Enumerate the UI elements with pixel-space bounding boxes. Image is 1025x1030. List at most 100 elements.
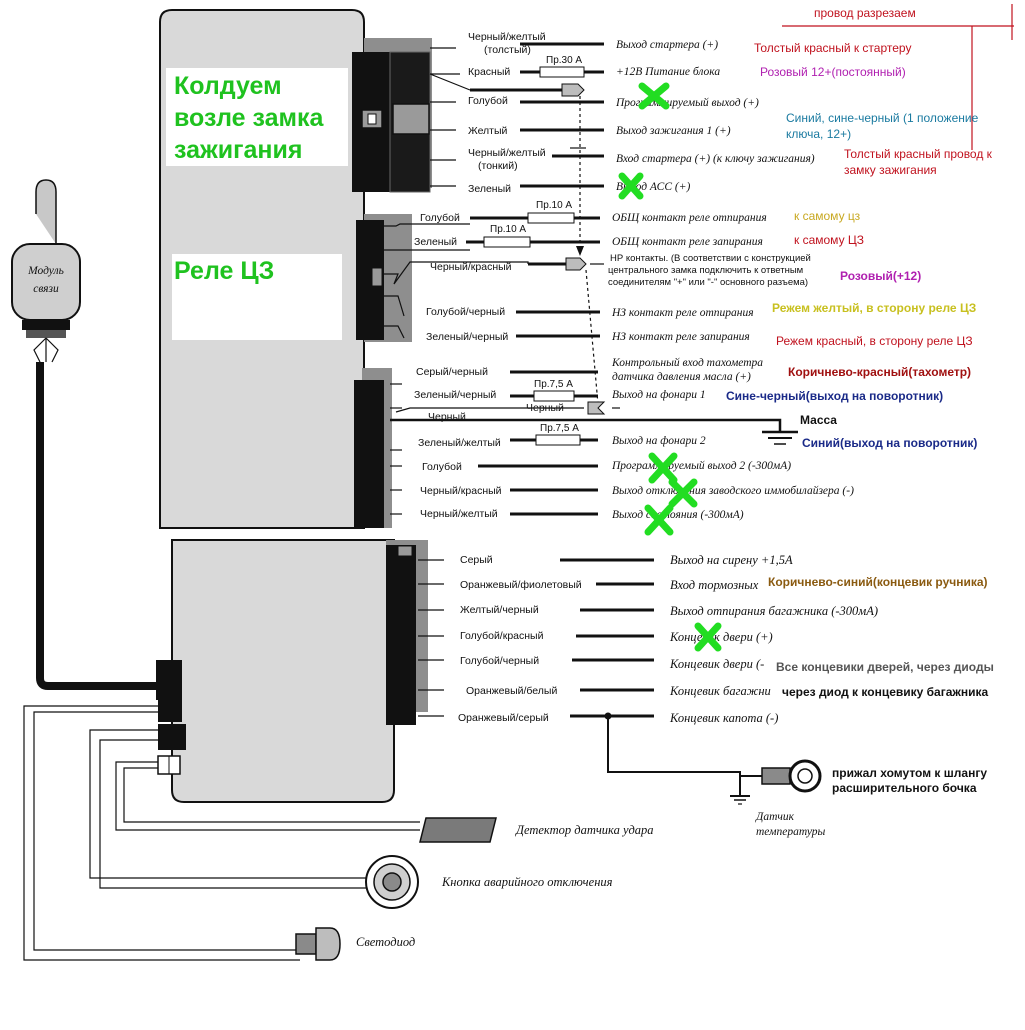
wire-label: Красный bbox=[468, 66, 510, 78]
wire-label: Черный/желтый bbox=[468, 147, 546, 159]
wire-label: Черный/желтый bbox=[420, 508, 498, 520]
emergency-button-label: Кнопка аварийного отключения bbox=[441, 875, 613, 889]
wire-label: Серый bbox=[460, 554, 493, 566]
connector-shock bbox=[158, 700, 182, 722]
annotation-handbrake: Коричнево-синий(концевик ручника) bbox=[768, 575, 988, 589]
fuse-label: Пр.10 А bbox=[536, 200, 572, 211]
fuse-label: Пр.7,5 А bbox=[534, 379, 573, 390]
block1-wires: Черный/желтый (толстый) Выход стартера (… bbox=[429, 31, 815, 195]
title-box-rele bbox=[172, 254, 342, 340]
function-label: Концевик капота (-) bbox=[669, 711, 778, 725]
wire-label: Оранжевый/фиолетовый bbox=[460, 579, 582, 591]
led-icon bbox=[295, 927, 341, 961]
wire-label: Зеленый bbox=[414, 236, 457, 248]
wire-label: Голубой bbox=[422, 461, 462, 473]
function-label: центрального замка подключить к ответным bbox=[608, 265, 803, 276]
title-box-zamok bbox=[166, 68, 348, 166]
wire-label: (тонкий) bbox=[478, 160, 518, 172]
wire-label: Черный bbox=[526, 402, 564, 414]
function-label: соединителям "+" или "-" основного разъе… bbox=[608, 277, 808, 288]
cross-mark-icon bbox=[648, 452, 678, 484]
fuse-label: Пр.10 А bbox=[490, 224, 526, 235]
wire-label: Голубой/черный bbox=[460, 655, 539, 667]
annotation-mass: Масса bbox=[800, 413, 837, 427]
annotation-cut: провод разрезаем bbox=[814, 6, 916, 20]
fuse-label: Пр.30 А bbox=[546, 55, 582, 66]
title-rele: Реле ЦЗ bbox=[174, 257, 274, 285]
function-label: Выход отпирания багажника (-300мА) bbox=[670, 604, 878, 618]
cross-mark-icon bbox=[668, 478, 698, 508]
annotation-cz2: к самому ЦЗ bbox=[794, 233, 864, 247]
function-label: Концевик двери (- bbox=[669, 657, 764, 671]
wire-label: Зеленый/черный bbox=[426, 331, 508, 343]
cross-mark-icon bbox=[618, 172, 644, 200]
title-zamok-line1: Колдуем bbox=[174, 72, 282, 100]
control-unit-lower bbox=[171, 539, 395, 803]
annotation-starter: Толстый красный к стартеру bbox=[754, 41, 911, 55]
annotation-blue-2: ключа, 12+) bbox=[786, 127, 851, 141]
wire-label: Серый/черный bbox=[416, 366, 488, 378]
function-label: Концевик двери (+) bbox=[669, 630, 773, 644]
function-label: ОБЩ контакт реле запирания bbox=[612, 236, 763, 248]
cross-mark-icon bbox=[638, 82, 670, 110]
annotation-tacho: Коричнево-красный(тахометр) bbox=[788, 365, 971, 379]
wire-label: Желтый/черный bbox=[460, 604, 539, 616]
annotation-clamp-1: прижал хомутом к шлангу bbox=[832, 766, 987, 780]
function-label: Концевик багажни bbox=[669, 684, 771, 698]
function-label: Вход стартера (+) (к ключу зажигания) bbox=[616, 153, 815, 165]
annotation-pink12: Розовый 12+(постоянный) bbox=[760, 65, 906, 79]
function-label: Выход зажигания 1 (+) bbox=[616, 125, 731, 137]
comm-module bbox=[11, 243, 81, 321]
wire-label: Черный/красный bbox=[420, 485, 502, 497]
cross-mark-icon bbox=[644, 504, 674, 536]
temp-sensor-label-1: Датчик bbox=[755, 811, 795, 823]
function-label: НЗ контакт реле отпирания bbox=[611, 307, 754, 319]
function-label: +12В Питание блока bbox=[616, 66, 720, 78]
wire-label: Черный/желтый bbox=[468, 31, 546, 43]
connector-module bbox=[156, 660, 182, 700]
function-label: Программируемый выход (+) bbox=[615, 96, 759, 109]
function-label: Выход стартера (+) bbox=[616, 39, 718, 51]
wire-label: Оранжевый/белый bbox=[466, 685, 557, 697]
function-label: Контрольный вход тахометра bbox=[611, 356, 763, 369]
peripheral-wiring bbox=[23, 705, 420, 961]
block3-wires: Серый/черный Контрольный вход тахометра … bbox=[390, 356, 854, 521]
wire-label: Зеленый bbox=[468, 183, 511, 195]
annotation-ignition-2: замку зажигания bbox=[844, 163, 937, 177]
annotation-blue-1: Синий, сине-черный (1 положение bbox=[786, 111, 979, 125]
wire-label: Желтый bbox=[468, 125, 508, 137]
annotation-trunk: через диод к концевику багажника bbox=[782, 685, 989, 699]
fuse-label: Пр.7,5 А bbox=[540, 423, 579, 434]
cross-mark-icon bbox=[694, 622, 722, 652]
annotation-yellow-cut: Режем желтый, в сторону реле ЦЗ bbox=[772, 301, 976, 315]
function-label: НЗ контакт реле запирания bbox=[611, 331, 750, 343]
wire-label: Голубой bbox=[420, 212, 460, 224]
annotation-turn1: Сине-черный(выход на поворотник) bbox=[726, 389, 943, 403]
function-label: Программируемый выход 2 (-300мА) bbox=[611, 459, 791, 472]
annotation-pink: Розовый(+12) bbox=[840, 269, 921, 283]
wire-label: Голубой/красный bbox=[460, 630, 544, 642]
comm-cable bbox=[36, 362, 156, 690]
comm-module-label-1: Модуль bbox=[27, 265, 64, 277]
wire-label: Черный/красный bbox=[430, 261, 512, 273]
function-label: НР контакты. (В соответствии с конструкц… bbox=[610, 253, 811, 264]
function-label: датчика давления масла (+) bbox=[612, 371, 751, 383]
annotation-red-cut: Режем красный, в сторону реле ЦЗ bbox=[776, 334, 973, 348]
block4-wires: Серый Выход на сирену +1,5А Оранжевый/фи… bbox=[418, 553, 878, 796]
wire-label: Оранжевый/серый bbox=[458, 712, 549, 724]
wire-label: Зеленый/желтый bbox=[418, 437, 501, 449]
emergency-button[interactable] bbox=[365, 855, 419, 909]
title-zamok-line2: возле замка bbox=[174, 104, 324, 132]
annotation-clamp-2: расширительного бочка bbox=[832, 781, 977, 795]
function-label: Выход на сирену +1,5А bbox=[670, 553, 793, 567]
function-label: Выход состояния (-300мА) bbox=[612, 509, 744, 521]
temp-sensor: Датчик температуры bbox=[730, 759, 826, 838]
wire-label: Голубой/черный bbox=[426, 306, 505, 318]
temp-sensor-label-2: температуры bbox=[756, 826, 826, 838]
title-zamok-line3: зажигания bbox=[174, 136, 302, 164]
function-label: Выход отключения заводского иммобилайзер… bbox=[612, 484, 854, 497]
connector-button bbox=[158, 724, 186, 750]
wire-label: Зеленый/черный bbox=[414, 389, 496, 401]
function-label: ОБЩ контакт реле отпирания bbox=[612, 212, 767, 224]
